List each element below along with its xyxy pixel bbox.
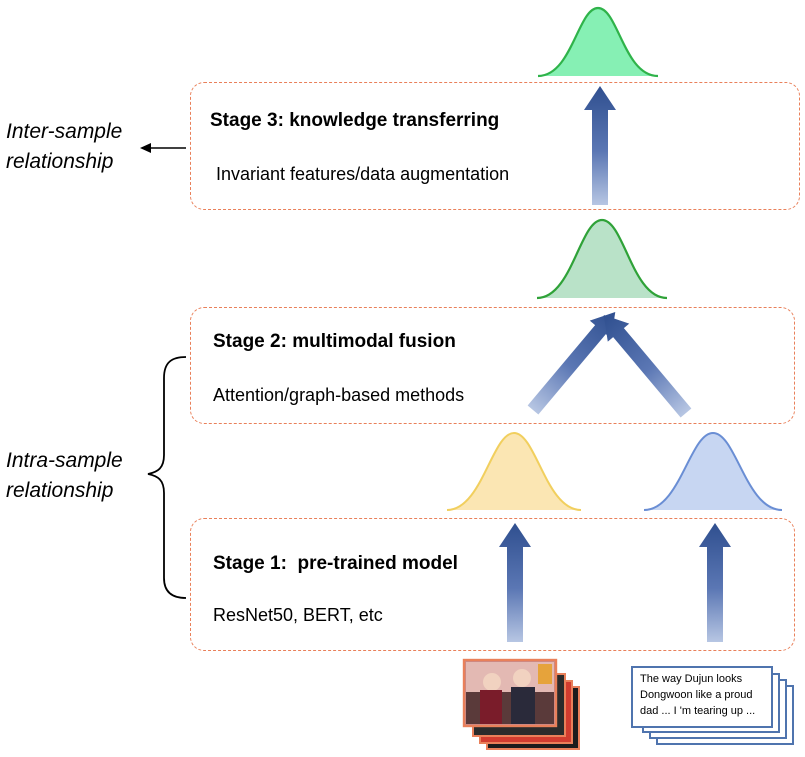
inter-sample-label: Inter-sample relationship xyxy=(6,117,122,177)
top-distribution-curve-outline xyxy=(537,6,659,78)
inter-sample-arrow xyxy=(140,143,186,153)
text-stack xyxy=(631,666,794,745)
stage2-box xyxy=(190,307,795,424)
arrow-fusion-right xyxy=(603,314,692,418)
text-sample-card: The way Dujun looks Dongwoon like a prou… xyxy=(640,671,772,719)
arrow-text-up xyxy=(699,523,731,642)
inter-sample-label-line1: Inter-sample xyxy=(6,120,123,143)
intra-sample-label-line2: relationship xyxy=(6,479,114,502)
intra-sample-brace xyxy=(147,356,187,599)
arrow-image-up xyxy=(499,523,531,642)
text-sample-line2: Dongwoon like a proud xyxy=(640,689,753,701)
text-distribution-curve-outline xyxy=(643,431,783,511)
text-distribution-curve xyxy=(644,433,782,510)
arrow-stage3-up xyxy=(584,86,616,205)
stage2-description: Attention/graph-based methods xyxy=(213,385,465,405)
inter-sample-label-line2: relationship xyxy=(6,150,114,173)
stage3-description: Invariant features/data augmentation xyxy=(216,164,510,184)
fused-distribution-curve-outline xyxy=(536,218,668,300)
stage1-description: ResNet50, BERT, etc xyxy=(213,605,383,625)
intra-sample-label: Intra-sample relationship xyxy=(6,446,123,506)
text-sample-line3: dad ... I 'm tearing up ... xyxy=(640,705,756,717)
intra-sample-label-line1: Intra-sample xyxy=(6,449,123,472)
stage3-box xyxy=(190,82,800,210)
image-distribution-curve-outline xyxy=(446,431,582,511)
stage3-title: Stage 3: knowledge transferring xyxy=(210,110,500,131)
image-distribution-curve xyxy=(447,433,581,510)
stage2-title: Stage 2: multimodal fusion xyxy=(213,331,456,352)
image-stack xyxy=(462,658,580,750)
text-sample-line1: The way Dujun looks xyxy=(640,673,743,685)
fused-distribution-curve xyxy=(537,220,667,298)
arrow-fusion-left xyxy=(527,311,616,415)
top-distribution-curve xyxy=(538,8,658,76)
stage1-box xyxy=(190,518,795,651)
stage1-title: Stage 1: pre-trained model xyxy=(213,553,458,574)
